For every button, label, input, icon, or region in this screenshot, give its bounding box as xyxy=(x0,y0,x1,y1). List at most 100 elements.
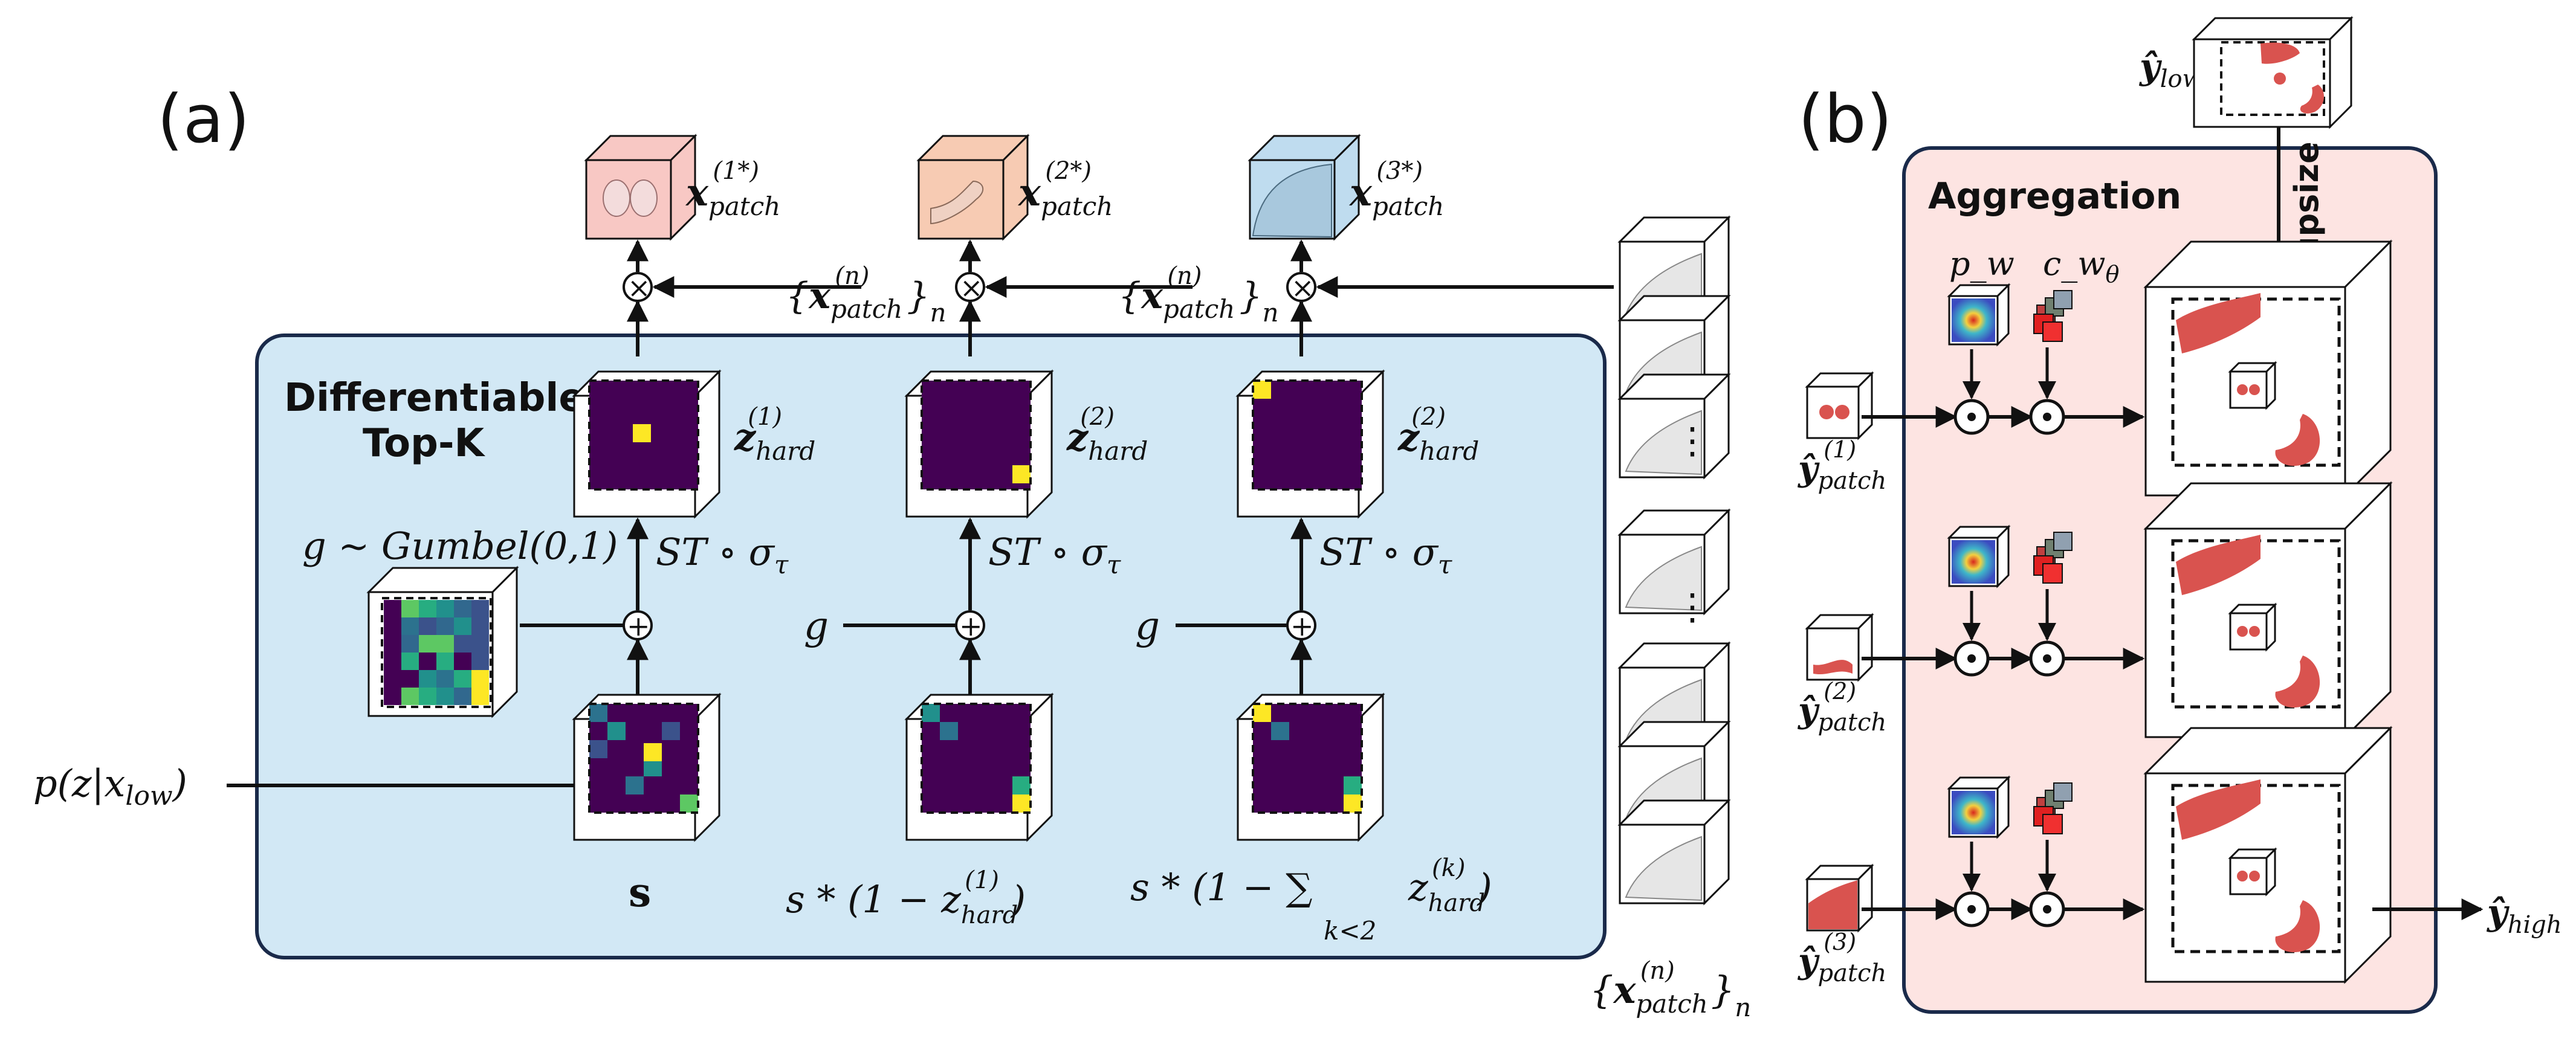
kidney-icon xyxy=(1819,405,1834,419)
z-hard-cube-2 xyxy=(904,369,1054,519)
vdots-1: ⋮ xyxy=(1674,421,1710,461)
g-label-2: g xyxy=(804,604,829,649)
stacked-patch-4 xyxy=(1617,508,1731,616)
p-w-cube-3 xyxy=(1947,775,2011,839)
z-hard-cube-1 xyxy=(572,369,722,519)
liver-icon xyxy=(2176,293,2260,353)
sum-node-2 xyxy=(955,610,985,640)
patch-set-label-1: {xpatch(n)}n xyxy=(786,262,947,327)
y-patch-cube-1 xyxy=(1805,371,1874,440)
c-w-cube-3 xyxy=(2033,782,2073,834)
kidney-right-icon xyxy=(630,179,658,217)
s-formula-3-z: zhard(k)) xyxy=(1408,854,1492,917)
z-hard-label-3: zhard(2) xyxy=(1397,403,1479,466)
stomach-icon xyxy=(2275,656,2320,708)
aggregation-row-2: ŷpatch(2) xyxy=(1797,481,2393,796)
panel-b-label: (b) xyxy=(1798,80,1892,158)
y-patch-label-1: ŷpatch(1) xyxy=(1797,436,1886,495)
y-patch-label-2: ŷpatch(2) xyxy=(1797,678,1886,736)
x-patch-label-2: xpatch(2*) xyxy=(1017,157,1113,221)
stomach-icon xyxy=(1813,660,1853,675)
gaussian-weight-map xyxy=(1952,540,1995,584)
output-volume-cube-2 xyxy=(2143,481,2393,740)
panel-a: (a) Differentiable Top-K p(z|xlow) g ~ G… xyxy=(33,80,1751,1022)
kidney-icon xyxy=(1835,405,1849,419)
s-formula-3-under: k<2 xyxy=(1324,916,1376,946)
y-low-cube xyxy=(2192,16,2354,129)
panel-a-label: (a) xyxy=(157,80,250,158)
sum-symbol-2: + xyxy=(959,610,983,642)
stacked-patch-3 xyxy=(1617,372,1731,480)
kidney-icon xyxy=(2237,384,2248,395)
x-patch-label-3: xpatch(3*) xyxy=(1348,157,1444,221)
x-patch-label-1: xpatch(1*) xyxy=(685,157,780,221)
sum-symbol-3: + xyxy=(1290,610,1314,642)
gumbel-label: g ~ Gumbel(0,1) xyxy=(302,524,618,568)
z-hard-cube-3 xyxy=(1235,369,1385,519)
p-w-label: p_w xyxy=(1949,245,2015,283)
selected-patch-cube-2 xyxy=(916,134,1030,241)
aggregation-title: Aggregation xyxy=(1928,175,2181,218)
kidney-icon xyxy=(2237,626,2248,637)
aggregation-row-3: ŷpatch(3) xyxy=(1797,726,2393,987)
stomach-icon xyxy=(2275,900,2320,953)
upsize-label: upsize xyxy=(2288,141,2326,260)
aggregation-row-1: ŷpatch(1) p_w c_wθ xyxy=(1797,239,2393,555)
z-hard-selected-cell-2 xyxy=(1012,465,1031,483)
kidney-left-icon xyxy=(603,179,630,217)
output-volume-cube-1 xyxy=(2143,239,2393,498)
kidney-icon xyxy=(2237,871,2248,881)
multiply-symbol-3: × xyxy=(1291,271,1315,304)
selected-patch-cube-3 xyxy=(1248,134,1361,241)
patch-stack xyxy=(1617,215,1731,906)
vdots-2: ⋮ xyxy=(1674,587,1710,627)
liver-icon xyxy=(1808,880,1857,929)
gumbel-noise-cube xyxy=(366,566,519,718)
sum-node-1 xyxy=(623,610,653,640)
multiply-symbol-2: × xyxy=(960,271,983,304)
s-formula-2: s * (1 − zhard(1)) xyxy=(786,866,1026,929)
stacked-patch-7 xyxy=(1617,798,1731,906)
y-patch-label-3: ŷpatch(3) xyxy=(1797,929,1886,987)
topk-title-line1: Differentiable xyxy=(284,376,585,421)
multiply-symbol-1: × xyxy=(627,271,651,304)
multiply-node-1 xyxy=(623,272,653,302)
y-patch-cube-3 xyxy=(1805,863,1874,933)
liver-icon xyxy=(2176,779,2260,840)
multiply-node-2 xyxy=(955,272,985,302)
score-cube-1 xyxy=(572,692,722,842)
kidney-icon xyxy=(2249,384,2260,395)
stacked-patch-6 xyxy=(1617,720,1731,827)
c-w-cube-2 xyxy=(2033,532,2073,584)
p-w-cube-1 xyxy=(1947,283,2011,347)
sum-symbol-1: + xyxy=(627,610,650,642)
patch-set-label: {xpatch(n)}n xyxy=(1590,957,1751,1022)
c-w-cube-1 xyxy=(2033,290,2073,342)
z-hard-label-2: zhard(2) xyxy=(1066,403,1148,466)
sum-node-3 xyxy=(1286,610,1316,640)
selected-patch-cube-1 xyxy=(584,134,697,241)
output-volume-cube-3 xyxy=(2143,726,2393,984)
liver-icon xyxy=(2260,42,2300,64)
kidney-icon xyxy=(2249,626,2260,637)
s-formula-3: s * (1 − ∑ xyxy=(1130,865,1313,909)
z-hard-selected-cell-3 xyxy=(1253,381,1271,399)
c-w-label: c_wθ xyxy=(2043,245,2119,288)
panel-b: (b) Aggregation ŷlow upsize ŷpatch(1)p_w… xyxy=(1797,16,2562,1014)
kidney-icon xyxy=(2274,73,2286,85)
st-label-2: ST ∘ στ xyxy=(988,530,1121,579)
organ-patch-icon xyxy=(930,180,984,225)
stomach-icon xyxy=(2300,85,2325,114)
input-distribution: p(z|xlow) xyxy=(33,761,187,811)
stomach-icon xyxy=(2275,414,2320,466)
y-patch-cube-2 xyxy=(1805,613,1874,682)
p-w-cube-2 xyxy=(1947,524,2011,588)
score-cube-2 xyxy=(904,692,1054,842)
y-high-label: ŷhigh xyxy=(2486,892,2562,939)
multiply-node-3 xyxy=(1286,272,1316,302)
tissue-patch-icon xyxy=(1252,163,1332,238)
